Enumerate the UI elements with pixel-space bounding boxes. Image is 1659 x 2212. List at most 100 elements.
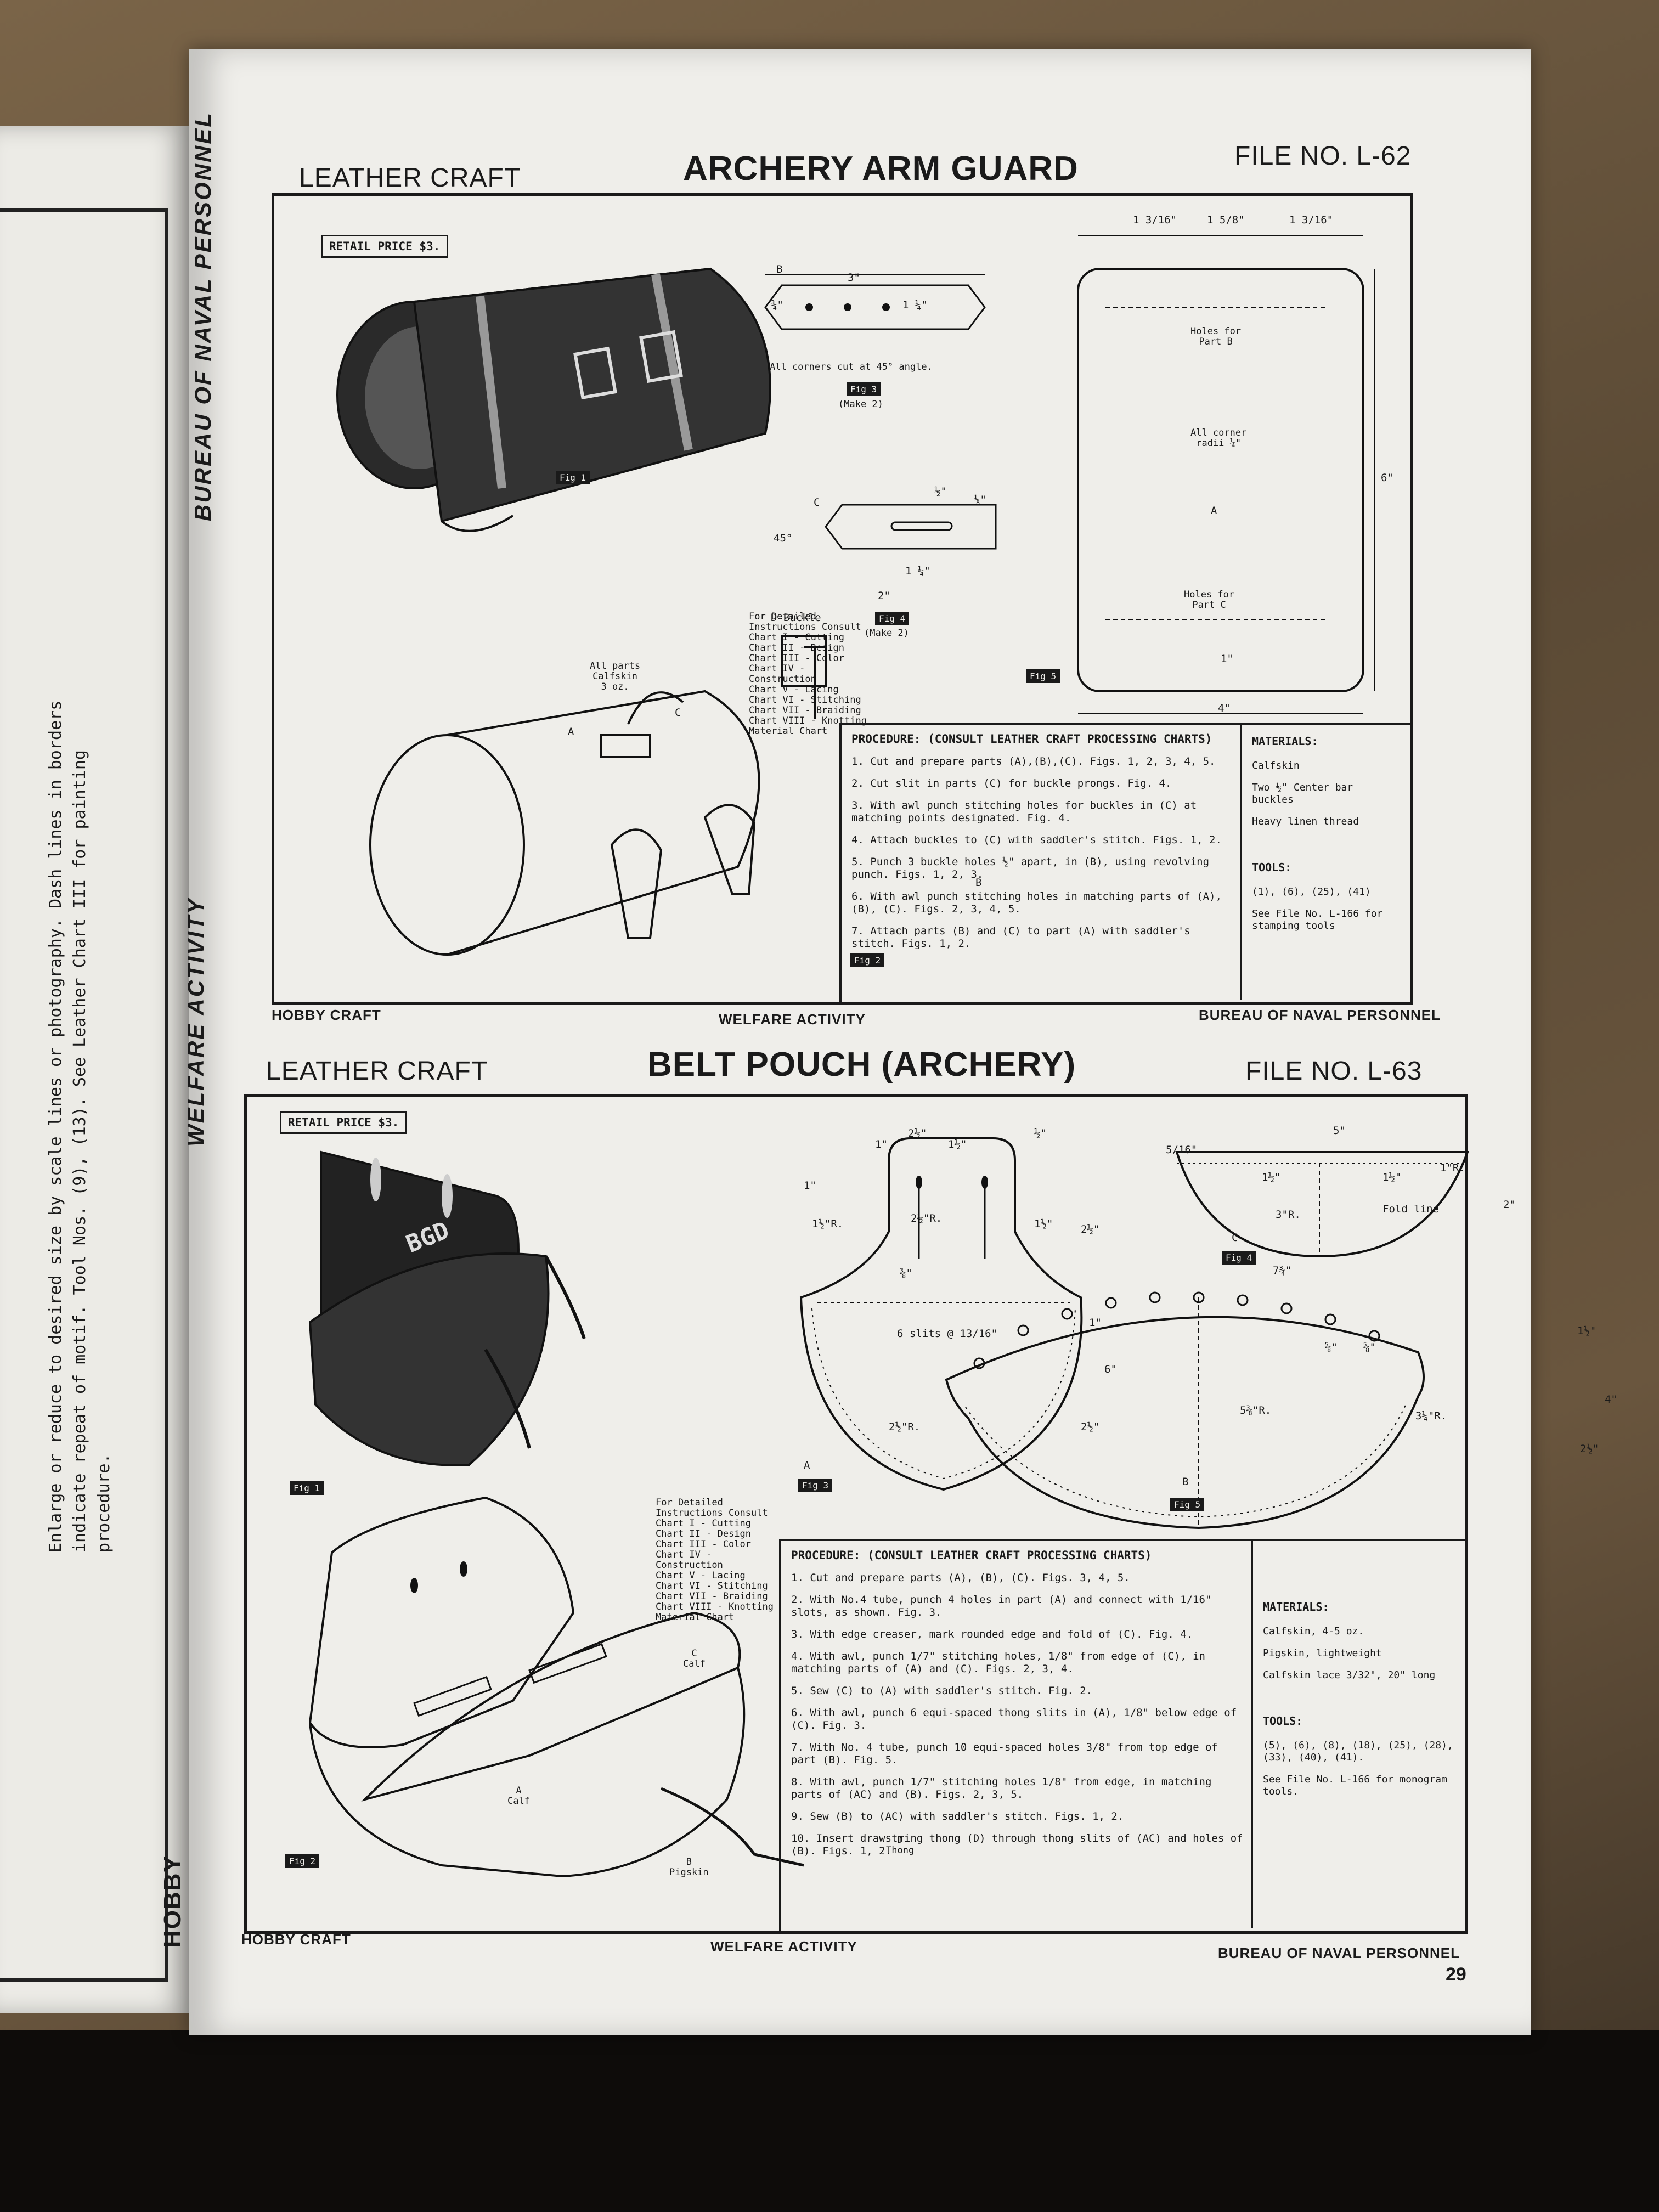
sheet2-fig5-piece-b xyxy=(945,1291,1425,1530)
sheet2-dim-1-left: 1" xyxy=(804,1180,816,1192)
sheet1-label-45: 45° xyxy=(774,532,793,544)
sheet1-materials-title: MATERIALS: xyxy=(1252,735,1318,748)
tool-item: (5), (6), (8), (18), (25), (28), (33), (… xyxy=(1263,1740,1453,1763)
sheet2-file-no: FILE NO. L-63 xyxy=(1245,1057,1423,1086)
sheet2-label-c: C xyxy=(1232,1232,1238,1244)
sheet1-fig4-tag: Fig 4 xyxy=(875,612,910,625)
sheet2-r-1half: 1½"R. xyxy=(812,1218,844,1230)
sheet2-fig2-tag: Fig 2 xyxy=(285,1854,320,1868)
note-line-2: indicate repeat of motif. Tool Nos. (9),… xyxy=(70,750,114,1553)
procedure-step: 4. With awl, punch 1/7" stitching holes,… xyxy=(791,1650,1205,1675)
sheet2-category: LEATHER CRAFT xyxy=(266,1057,488,1086)
sheet1-fig2-assembly xyxy=(369,635,827,956)
tool-item: See File No. L-166 for stamping tools xyxy=(1252,908,1383,932)
sheet2-d-thong: D Thong xyxy=(886,1835,915,1856)
sheet1-fig1-tag: Fig 1 xyxy=(556,471,590,484)
sheet1-chart-list: For Detailed Instructions Consult Chart … xyxy=(749,612,875,737)
chart-item: Chart VI - Stitching xyxy=(749,695,861,706)
sheet1-holes-c: Holes for Part C xyxy=(1184,589,1235,611)
sheet2-a-calf: A Calf xyxy=(507,1785,530,1807)
chart-item: Chart IV - Construction xyxy=(749,663,816,685)
procedure-step: 7. Attach parts (B) and (C) to part (A) … xyxy=(851,925,1190,950)
sheet2-fig1-tag: Fig 1 xyxy=(290,1481,324,1495)
sheet1-dim-1-3-16-b: 1 3/16" xyxy=(1289,214,1334,226)
sheet2-footer-center: WELFARE ACTIVITY xyxy=(710,1938,857,1955)
chart-item: Instructions Consult xyxy=(656,1508,768,1519)
sheet2-title: BELT POUCH (ARCHERY) xyxy=(647,1046,1076,1084)
sheet2-tools-title: TOOLS: xyxy=(1263,1714,1303,1728)
spine-welfare: WELFARE ACTIVITY xyxy=(183,897,208,1147)
chart-item: Chart V - Lacing xyxy=(749,684,839,695)
sheet1-dim-1q: 1 ¼" xyxy=(902,299,928,311)
chart-item: Material Chart xyxy=(749,726,828,737)
sheet1-corner-radii: All corner radii ¼" xyxy=(1190,427,1247,449)
sheet2-frame xyxy=(244,1094,1468,1934)
sheet2-dim-2half-top: 2½" xyxy=(908,1127,927,1139)
sheet1-dim-half: ½" xyxy=(934,486,947,498)
sheet1-fig2-tag: Fig 2 xyxy=(850,953,885,967)
sheet1-dim-three-quarter: ¾" xyxy=(771,299,783,311)
sheet2-dim-1half-c: 1½" xyxy=(1262,1171,1281,1183)
sheet1-dim-3: 3" xyxy=(848,272,860,284)
chart-item: Chart II - Design xyxy=(656,1528,751,1539)
sheet1-fig1-illustration xyxy=(336,267,771,532)
procedure-step: 5. Punch 3 buckle holes ½" apart, in (B)… xyxy=(851,856,1210,881)
sheet2-materials-title: MATERIALS: xyxy=(1263,1600,1329,1613)
sheet2-chart-list: For Detailed Instructions Consult Chart … xyxy=(656,1498,782,1623)
procedure-step: 7. With No. 4 tube, punch 10 equi-spaced… xyxy=(791,1741,1218,1766)
sheet2-procedure: PROCEDURE: (CONSULT LEATHER CRAFT PROCES… xyxy=(779,1539,1253,1931)
sheet2-r-2half: 2½"R. xyxy=(911,1212,943,1224)
left-page-note: Enlarge or reduce to desired size by sca… xyxy=(44,675,116,1553)
sheet2-dim-half: ½" xyxy=(1034,1127,1047,1139)
sheet1-procedure-list: 1. Cut and prepare parts (A),(B),(C). Fi… xyxy=(842,755,1242,950)
procedure-step: 4. Attach buckles to (C) with saddler's … xyxy=(851,834,1222,846)
sheet1-holes-b: Holes for Part B xyxy=(1190,326,1242,347)
sheet2-dim-5-8: ⅝" xyxy=(1325,1341,1338,1353)
chart-item: Chart V - Lacing xyxy=(656,1570,746,1581)
sheet2-materials: MATERIALS: Calfskin, 4-5 oz. Pigskin, li… xyxy=(1251,1539,1465,1928)
sheet1-fig3-tag: Fig 3 xyxy=(847,382,881,396)
sheet2-footer-left: HOBBY CRAFT xyxy=(241,1931,351,1948)
sheet2-c-calf: C Calf xyxy=(683,1648,706,1669)
left-hobby-craft: HOBBY CRAFT xyxy=(159,1855,189,1948)
sheet2-dim-1-r: 1" xyxy=(1089,1317,1102,1329)
chart-item: Chart IV - Construction xyxy=(656,1549,723,1571)
left-page-border xyxy=(0,208,168,1982)
procedure-step: 2. Cut slit in parts (C) for buckle pron… xyxy=(851,777,1172,789)
sheet1-category: LEATHER CRAFT xyxy=(299,163,521,193)
sheet1-dim-2: 2" xyxy=(878,590,890,602)
sheet1-fig5-pattern-a xyxy=(1077,235,1375,714)
left-facing-page: Enlarge or reduce to desired size by sca… xyxy=(0,126,189,2013)
sheet2-dim-2half-b: 2½" xyxy=(1081,1421,1100,1433)
procedure-step: 1. Cut and prepare parts (A), (B), (C). … xyxy=(791,1572,1130,1584)
sheet1-label-a: A xyxy=(568,726,574,738)
sheet1-dim-1-5-8: 1 5/8" xyxy=(1207,214,1245,226)
chart-item: Chart VI - Stitching xyxy=(656,1581,768,1592)
material-item: Calfskin, 4-5 oz. xyxy=(1263,1626,1364,1637)
material-item: Heavy linen thread xyxy=(1252,816,1359,827)
procedure-step: 10. Insert drawstring thong (D) through … xyxy=(791,1832,1243,1857)
sheet1-dim-1q-c: 1 ¼" xyxy=(905,565,930,577)
sheet1-dim-1: 1" xyxy=(1221,653,1233,665)
sheet2-fig4-tag: Fig 4 xyxy=(1222,1251,1256,1265)
sheet2-procedure-title: PROCEDURE: (CONSULT LEATHER CRAFT PROCES… xyxy=(791,1549,1152,1562)
sheet1-d-buckle: D-Buckle xyxy=(771,612,821,624)
chart-item: Chart VIII - Knotting xyxy=(749,715,867,726)
sheet2-b-pigskin: B Pigskin xyxy=(669,1857,709,1878)
procedure-step: 3. With edge creaser, mark rounded edge … xyxy=(791,1628,1193,1640)
chart-item: Chart II - Design xyxy=(749,642,844,653)
sheet2-dim-3-8: ⅜" xyxy=(900,1267,912,1279)
sheet2-r-3: 3"R. xyxy=(1276,1209,1301,1221)
sheet2-r-5-3-8: 5⅜"R. xyxy=(1240,1404,1272,1417)
sheet1-frame xyxy=(272,193,1413,1005)
tool-item: See File No. L-166 for monogram tools. xyxy=(1263,1774,1447,1797)
sheet2-fold-line: Fold line xyxy=(1383,1203,1439,1215)
sheet2-footer-right: BUREAU OF NAVAL PERSONNEL xyxy=(1218,1945,1460,1961)
sheet2-dim-1half-r: 1½" xyxy=(1577,1325,1596,1337)
material-item: Pigskin, lightweight xyxy=(1263,1647,1382,1659)
sheet1-make2-b: (Make 2) xyxy=(864,628,909,639)
note-line-1: Enlarge or reduce to desired size by sca… xyxy=(46,700,65,1553)
sheet2-dim-1half-b: 1½" xyxy=(1034,1218,1053,1230)
procedure-step: 8. With awl, punch 1/7" stitching holes … xyxy=(791,1776,1212,1801)
material-item: Calfskin lace 3/32", 20" long xyxy=(1263,1669,1436,1681)
